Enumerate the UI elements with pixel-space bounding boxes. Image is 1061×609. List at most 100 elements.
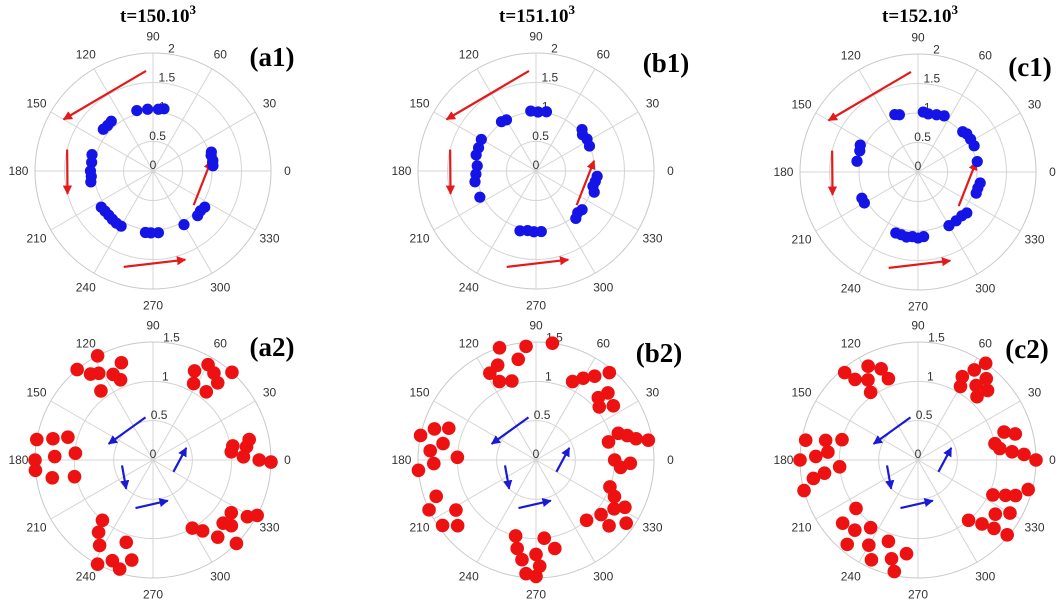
angle-label-210: 210 (409, 231, 429, 245)
data-point-b2 (429, 489, 444, 504)
data-point-c2 (979, 371, 994, 386)
data-point-c1 (957, 126, 969, 138)
data-point-b2 (603, 480, 617, 494)
spoke-150 (433, 400, 537, 461)
spoke-300 (917, 459, 978, 563)
data-point-c2 (961, 513, 976, 528)
angle-label-300: 300 (975, 281, 995, 295)
angle-label-0: 0 (1049, 453, 1056, 467)
data-point-a2 (90, 557, 105, 571)
data-point-b1 (474, 191, 486, 203)
flow-arrow-a1 (62, 69, 147, 121)
data-point-c2 (997, 425, 1011, 439)
angle-label-150: 150 (409, 97, 429, 111)
data-point-c2 (793, 453, 807, 467)
angle-label-180: 180 (8, 164, 28, 178)
data-point-b2 (411, 463, 426, 478)
data-point-c2 (975, 517, 989, 531)
grid-ring-1 (113, 420, 193, 500)
data-point-c1 (974, 177, 986, 189)
panel-label-a1: (a1) (250, 42, 295, 72)
data-point-c2 (967, 363, 982, 377)
data-point-a1 (178, 219, 190, 231)
data-point-b1 (495, 116, 508, 128)
data-point-c2 (797, 483, 811, 498)
data-point-c2 (1000, 528, 1014, 542)
data-point-b2 (515, 552, 529, 567)
data-point-a2 (225, 365, 239, 380)
angle-label-240: 240 (459, 280, 479, 294)
data-point-a1 (152, 103, 164, 115)
data-point-b2 (529, 547, 543, 562)
data-point-c2 (848, 523, 862, 537)
data-point-a2 (67, 469, 82, 484)
data-point-c2 (998, 488, 1013, 503)
data-point-a1 (131, 104, 143, 117)
data-point-b2 (607, 501, 621, 516)
spoke-210 (50, 459, 154, 520)
data-point-a2 (95, 513, 110, 528)
data-point-a1 (205, 146, 217, 158)
angle-label-240: 240 (76, 280, 96, 294)
data-point-c2 (862, 538, 876, 552)
data-point-c2 (808, 449, 823, 464)
angle-label-180: 180 (8, 453, 28, 467)
data-point-a2 (210, 376, 225, 390)
angle-label-30: 30 (646, 386, 660, 400)
grid-ring-2 (838, 380, 998, 540)
data-point-c2 (1029, 453, 1043, 467)
data-point-b1 (535, 225, 547, 238)
data-point-a1 (86, 156, 98, 168)
angle-label-60: 60 (597, 48, 611, 62)
data-point-c2 (884, 551, 899, 566)
data-point-b1 (525, 105, 537, 117)
data-point-c2 (821, 445, 835, 459)
spoke-300 (152, 459, 213, 563)
spoke-210 (815, 459, 919, 520)
data-point-a2 (112, 562, 127, 576)
data-point-b2 (594, 507, 608, 522)
angle-label-330: 330 (1024, 520, 1044, 534)
data-point-a2 (47, 449, 62, 464)
data-point-c1 (971, 155, 983, 168)
angle-label-120: 120 (76, 337, 96, 351)
data-point-a2 (264, 455, 278, 469)
angle-label-0: 0 (667, 164, 674, 178)
data-point-b2 (601, 435, 616, 449)
data-point-a1 (115, 220, 127, 232)
radial-label: 0 (150, 447, 157, 461)
angle-label-0: 0 (284, 164, 291, 178)
angle-label-240: 240 (841, 569, 861, 583)
data-point-a2 (195, 524, 210, 538)
angle-label-240: 240 (459, 569, 479, 583)
data-point-b2 (508, 529, 523, 543)
panel-label-c2: (c2) (1005, 334, 1048, 364)
angle-label-120: 120 (841, 337, 861, 351)
data-point-c2 (840, 537, 855, 552)
data-point-b2 (606, 399, 621, 413)
angle-label-0: 0 (667, 453, 674, 467)
data-point-a1 (199, 201, 211, 213)
column-title-c: t=152.103 (882, 2, 958, 27)
flow-arrow-b1 (445, 69, 530, 121)
radial-label: 0.5 (151, 408, 168, 422)
angle-label-270: 270 (908, 300, 928, 314)
polar-panel-a2: 030609012015018021024027030033000.511.5(… (8, 318, 294, 601)
angle-label-120: 120 (841, 49, 861, 63)
data-point-b2 (618, 500, 632, 515)
flow-arrow-a1 (123, 256, 187, 269)
angle-label-30: 30 (646, 97, 660, 111)
angle-label-300: 300 (593, 280, 613, 294)
spoke-300 (535, 459, 596, 563)
data-point-b2 (592, 400, 607, 414)
grid-ring-1 (888, 142, 948, 202)
data-point-a2 (61, 430, 75, 444)
radial-label: 0.5 (916, 408, 933, 422)
radial-label: 0 (533, 158, 540, 172)
grid-ring-3 (64, 82, 242, 260)
data-point-a2 (94, 384, 108, 398)
polar-panel-c1: 030609012015018021024027030033000.511.52… (773, 30, 1056, 313)
data-point-b2 (641, 433, 656, 447)
data-point-b2 (579, 513, 594, 528)
flow-arrow-c2 (872, 416, 912, 445)
